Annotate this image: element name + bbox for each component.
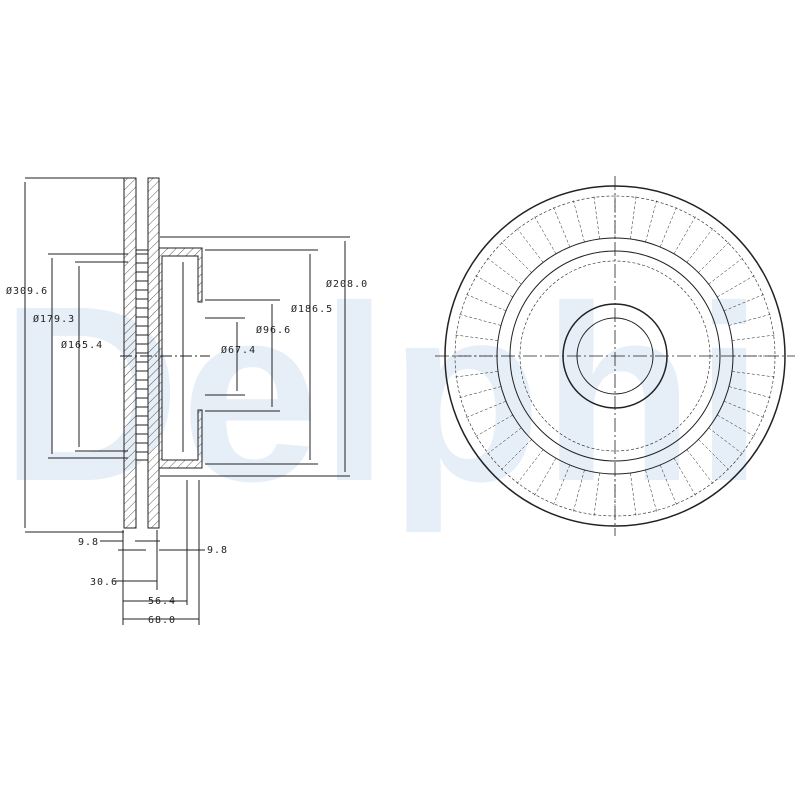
dim-disc-thickness: 30.6 xyxy=(90,577,118,588)
vane-line xyxy=(516,449,544,485)
vane-line xyxy=(454,371,499,378)
vane-line xyxy=(659,206,678,248)
vane-line xyxy=(673,215,697,254)
vane-line xyxy=(593,472,600,517)
dim-thick-right: 9.8 xyxy=(207,545,228,556)
dim-179: Ø179.3 xyxy=(33,313,75,325)
dim-outer-diameter: Ø309.6 xyxy=(6,285,48,297)
vane-line xyxy=(500,439,532,471)
vane-line xyxy=(486,257,522,285)
dim-total-height: 68.0 xyxy=(148,615,176,626)
vane-line xyxy=(728,313,772,326)
vane-line xyxy=(717,274,756,298)
vane-line xyxy=(458,313,502,326)
vane-line xyxy=(486,427,522,455)
vane-line xyxy=(659,464,678,506)
delphi-watermark: Delphi xyxy=(0,254,764,533)
vane-line xyxy=(533,458,557,497)
hat-section xyxy=(158,247,203,469)
dim-thick-left: 9.8 xyxy=(78,537,99,548)
dim-67: Ø67.4 xyxy=(221,344,256,356)
vane-line xyxy=(474,274,513,298)
vane-line xyxy=(728,386,772,399)
vane-line xyxy=(572,469,585,513)
vane-line xyxy=(645,199,658,243)
vane-line xyxy=(533,215,557,254)
vane-line xyxy=(731,334,776,341)
vane-line xyxy=(552,464,571,506)
vane-line xyxy=(686,227,714,263)
vane-line xyxy=(454,334,499,341)
vane-line xyxy=(474,414,513,438)
vane-line xyxy=(458,386,502,399)
dim-208: Ø208.0 xyxy=(326,278,368,290)
vane-line xyxy=(723,400,765,419)
vane-line xyxy=(630,472,637,517)
outer-cheek xyxy=(147,177,160,529)
side-section-view xyxy=(24,177,350,625)
vane-line xyxy=(593,195,600,240)
front-view xyxy=(435,176,795,536)
vane-line xyxy=(686,449,714,485)
vane-line xyxy=(708,427,744,455)
inner-cheek xyxy=(123,177,137,529)
vane-line xyxy=(708,257,744,285)
dim-186: Ø186.5 xyxy=(291,303,333,315)
vane-line xyxy=(516,227,544,263)
vane-line xyxy=(465,293,507,312)
vane-line xyxy=(572,199,585,243)
vane-line xyxy=(698,439,730,471)
vane-line xyxy=(673,458,697,497)
dim-offset: 56.4 xyxy=(148,596,176,607)
vane-line xyxy=(698,241,730,273)
vane-line xyxy=(500,241,532,273)
vane-line xyxy=(717,414,756,438)
vane-line xyxy=(465,400,507,419)
vane-line xyxy=(630,195,637,240)
vane-line xyxy=(645,469,658,513)
vane-line xyxy=(552,206,571,248)
vane-line xyxy=(731,371,776,378)
vane-line xyxy=(723,293,765,312)
dim-165: Ø165.4 xyxy=(61,339,103,351)
dim-96: Ø96.6 xyxy=(256,324,291,336)
